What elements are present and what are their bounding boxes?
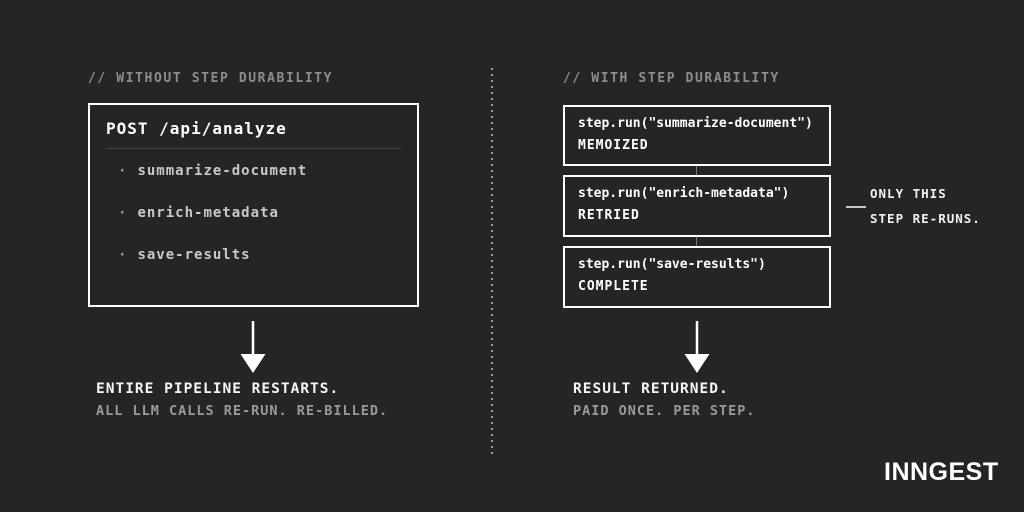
step-connector-line (696, 166, 697, 175)
step-status: COMPLETE (578, 279, 649, 294)
callout-pointer-line (846, 206, 866, 208)
vertical-dotted-divider (491, 68, 493, 458)
pipeline-item-label: enrich-metadata (137, 205, 279, 221)
with-durability-header: // WITH STEP DURABILITY (563, 71, 780, 86)
right-result-title: RESULT RETURNED. (573, 381, 729, 397)
pipeline-item: · save-results (118, 247, 251, 263)
callout-text-line1: ONLY THIS (870, 186, 947, 201)
pipeline-title: POST /api/analyze (106, 119, 287, 138)
left-result-subtitle: ALL LLM CALLS RE-RUN. RE-BILLED. (96, 403, 389, 419)
pipeline-item: · summarize-document (118, 163, 307, 179)
step-code: step.run("save-results") (578, 257, 766, 272)
step-box-complete: step.run("save-results") COMPLETE (563, 246, 831, 308)
callout-text-line2: STEP RE-RUNS. (870, 211, 981, 226)
step-code: step.run("enrich-metadata") (578, 186, 790, 201)
step-status: RETRIED (578, 208, 640, 223)
step-connector-line (696, 237, 697, 246)
inngest-logo: INNGEST (884, 458, 999, 486)
step-box-memoized: step.run("summarize-document") MEMOIZED (563, 105, 831, 166)
bullet-icon: · (118, 163, 128, 179)
left-result-title: ENTIRE PIPELINE RESTARTS. (96, 381, 340, 397)
pipeline-item-label: save-results (137, 247, 251, 263)
step-code: step.run("summarize-document") (578, 116, 813, 131)
bullet-icon: · (118, 247, 128, 263)
bullet-icon: · (118, 205, 128, 221)
down-arrow-icon (684, 321, 710, 373)
without-durability-header: // WITHOUT STEP DURABILITY (88, 71, 334, 86)
pipeline-item-label: summarize-document (137, 163, 308, 179)
right-result-subtitle: PAID ONCE. PER STEP. (573, 403, 756, 419)
step-status: MEMOIZED (578, 138, 649, 153)
pipeline-box: POST /api/analyze · summarize-document ·… (88, 103, 419, 307)
down-arrow-icon (240, 321, 266, 373)
pipeline-title-rule (106, 148, 401, 149)
pipeline-item: · enrich-metadata (118, 205, 279, 221)
step-box-retried: step.run("enrich-metadata") RETRIED (563, 175, 831, 237)
